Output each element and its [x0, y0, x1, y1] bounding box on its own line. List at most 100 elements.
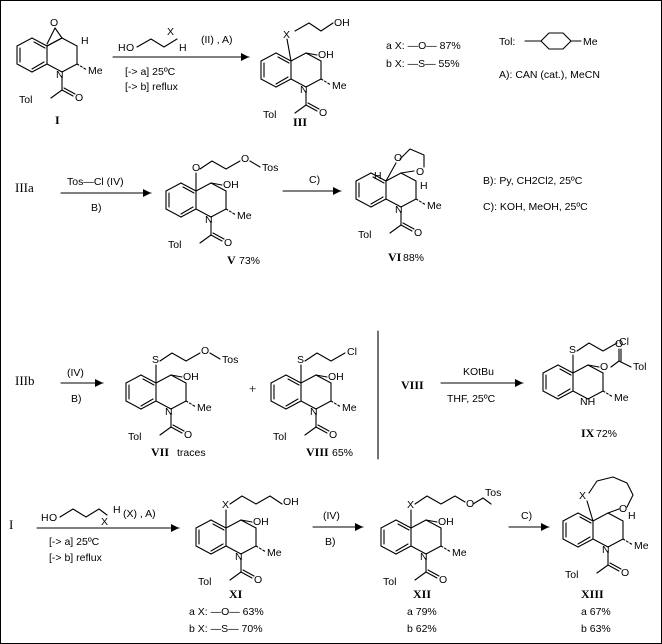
svg-text:N: N	[165, 406, 173, 418]
note-C: C): KOH, MeOH, 25ºC	[483, 201, 588, 213]
svg-text:OH: OH	[223, 179, 239, 191]
svg-text:N: N	[300, 84, 308, 96]
label-VI: VI	[388, 250, 402, 264]
yield-VII: traces	[177, 447, 206, 459]
svg-text:Me: Me	[342, 402, 357, 414]
svg-text:Cl: Cl	[347, 346, 357, 358]
svg-text:H: H	[81, 35, 89, 47]
svg-text:OH: OH	[318, 49, 334, 61]
svg-text:X: X	[579, 490, 586, 502]
svg-text:Tos: Tos	[262, 162, 278, 174]
svg-text:Tol: Tol	[273, 431, 286, 443]
svg-text:Me: Me	[332, 80, 347, 92]
svg-text:O: O	[201, 345, 209, 357]
reagent-II-A: (II) , A)	[201, 34, 233, 46]
tolyl-structure: Me	[524, 32, 598, 50]
svg-text:O: O	[621, 567, 629, 579]
svg-text:N: N	[602, 544, 610, 556]
svg-text:Cl: Cl	[619, 336, 629, 348]
svg-text:H: H	[420, 180, 428, 192]
svg-text:S: S	[569, 344, 576, 356]
svg-text:Tol: Tol	[168, 239, 181, 251]
reagent-X-A: (X) , A)	[123, 508, 156, 520]
yield-VI: 88%	[403, 252, 424, 264]
svg-text:X: X	[167, 26, 174, 38]
svg-text:Tol: Tol	[358, 229, 371, 241]
svg-text:O: O	[394, 152, 402, 164]
reagent-kotbu: KOtBu	[463, 366, 494, 378]
cond-6b: [-> b] reflux	[49, 552, 103, 564]
svg-text:O: O	[50, 17, 58, 29]
cond-thf: THF, 25ºC	[447, 393, 496, 405]
svg-text:O: O	[329, 429, 337, 441]
svg-text:O: O	[615, 338, 623, 350]
svg-text:Tol: Tol	[633, 361, 646, 373]
arrow-head-7	[355, 523, 363, 531]
svg-text:Me: Me	[237, 210, 252, 222]
label-I: I	[55, 113, 60, 127]
reagent-IV: Tos—Cl (IV)	[67, 176, 124, 188]
svg-text:OH: OH	[334, 17, 350, 29]
cond-6a: [-> a] 25ºC	[49, 536, 100, 548]
svg-text:N: N	[205, 214, 213, 226]
svg-text:O: O	[49, 512, 57, 524]
reagent-IV-7: (IV)	[323, 510, 340, 522]
svg-text:N: N	[235, 551, 243, 563]
svg-text:Me: Me	[452, 547, 467, 559]
svg-text:OH: OH	[253, 516, 269, 528]
svg-text:OH: OH	[283, 496, 299, 508]
tol-def-label: Tol:	[499, 36, 515, 48]
svg-text:Tol: Tol	[198, 576, 211, 588]
svg-text:O: O	[466, 498, 474, 510]
label-VIII: VIII	[306, 445, 329, 459]
svg-text:H: H	[118, 42, 126, 54]
label-IX: IX	[581, 426, 595, 440]
svg-text:O: O	[75, 92, 83, 104]
svg-text:O: O	[414, 227, 422, 239]
svg-text:N: N	[420, 551, 428, 563]
svg-text:Tol: Tol	[128, 431, 141, 443]
yield-XIII-b: b 63%	[581, 623, 611, 635]
note-B: B): Py, CH2Cl2, 25ºC	[483, 175, 583, 187]
reagent-II-structure: H O X H	[118, 26, 187, 54]
label-VII: VII	[151, 445, 169, 459]
label-IIIa: IIIa	[15, 180, 34, 195]
svg-text:H: H	[41, 512, 49, 524]
svg-text:Tol: Tol	[19, 94, 32, 106]
cond-B-7: B)	[325, 536, 336, 548]
yield-XII-a: a 79%	[407, 606, 437, 618]
svg-text:Tol: Tol	[383, 576, 396, 588]
svg-text:O: O	[192, 162, 200, 174]
svg-text:Me: Me	[197, 402, 212, 414]
svg-text:Tol: Tol	[565, 569, 578, 581]
svg-text:N: N	[56, 69, 64, 81]
svg-text:O: O	[126, 42, 134, 54]
yield-IX: 72%	[596, 428, 617, 440]
yield-V: 73%	[239, 255, 260, 267]
svg-text:H: H	[179, 42, 187, 54]
compound-I-structure: O H N Me O Tol	[16, 17, 103, 106]
svg-text:O: O	[241, 153, 249, 165]
svg-text:Me: Me	[427, 200, 442, 212]
svg-text:O: O	[416, 166, 424, 178]
note-A: A): CAN (cat.), MeCN	[499, 69, 600, 81]
svg-text:H: H	[113, 504, 121, 516]
svg-text:O: O	[254, 574, 262, 586]
label-XII: XII	[413, 587, 431, 601]
svg-text:O: O	[224, 237, 232, 249]
label-III: III	[293, 115, 307, 129]
svg-text:H: H	[628, 510, 636, 522]
compound-XII-structure: X O Tos OH N Me O Tol	[380, 487, 501, 588]
arrow-head-2	[143, 189, 151, 197]
svg-text:Me: Me	[634, 540, 649, 552]
svg-text:X: X	[101, 516, 108, 528]
svg-text:OH: OH	[183, 371, 199, 383]
cond-1b: [-> b] reflux	[125, 81, 179, 93]
label-I-row4: I	[9, 517, 13, 532]
compound-XIII-structure: X O H N Me O Tol	[562, 476, 649, 581]
compound-V-structure: O O Tos OH N Me O Tol	[165, 153, 278, 251]
cond-1a: [-> a] 25ºC	[125, 66, 176, 78]
reagent-X-structure: H O X H	[41, 504, 121, 528]
svg-text:NH: NH	[580, 396, 595, 408]
svg-text:OH: OH	[438, 516, 454, 528]
